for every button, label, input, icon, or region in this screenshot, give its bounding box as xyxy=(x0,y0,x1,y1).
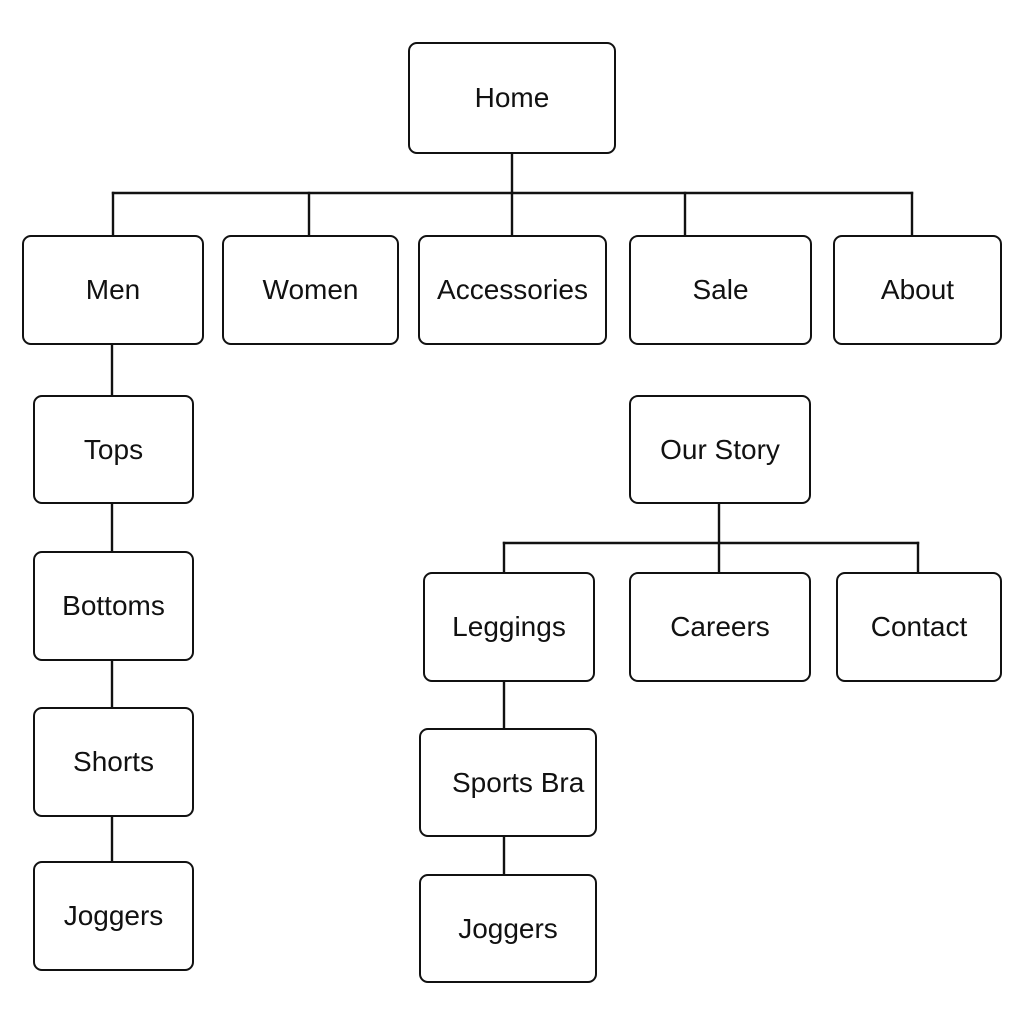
node-men[interactable]: Men xyxy=(22,235,204,345)
node-about-label: About xyxy=(880,274,955,305)
node-shorts-label: Shorts xyxy=(73,746,154,777)
node-careers[interactable]: Careers xyxy=(629,572,811,682)
node-about[interactable]: About xyxy=(833,235,1002,345)
node-sale[interactable]: Sale xyxy=(629,235,812,345)
node-our-story[interactable]: Our Story xyxy=(629,395,811,504)
node-bottoms[interactable]: Bottoms xyxy=(33,551,194,661)
node-women-label: Women xyxy=(262,274,359,305)
node-leggings[interactable]: Leggings xyxy=(423,572,595,682)
node-bottoms-label: Bottoms xyxy=(62,590,165,621)
node-our-story-label: Our Story xyxy=(660,433,780,465)
node-men-label: Men xyxy=(85,274,141,305)
node-tops[interactable]: Tops xyxy=(33,395,194,504)
node-contact[interactable]: Contact xyxy=(836,572,1002,682)
node-joggers-men[interactable]: Joggers xyxy=(33,861,194,971)
node-tops-label: Tops xyxy=(83,433,144,465)
node-accessories-label: Accessories xyxy=(437,274,588,305)
node-shorts[interactable]: Shorts xyxy=(33,707,194,817)
node-careers-label: Careers xyxy=(670,611,770,642)
node-joggers-women-label: Joggers xyxy=(458,912,558,944)
node-home[interactable]: Home xyxy=(408,42,616,154)
node-joggers-women[interactable]: Joggers xyxy=(419,874,597,983)
node-contact-label: Contact xyxy=(870,611,968,642)
node-sports-bra[interactable]: Sports Bra xyxy=(419,728,597,837)
node-joggers-men-label: Joggers xyxy=(63,900,164,931)
node-sports-bra-label: Sports Bra xyxy=(452,766,585,798)
node-sale-label: Sale xyxy=(692,274,749,305)
node-women[interactable]: Women xyxy=(222,235,399,345)
node-home-label: Home xyxy=(474,82,550,113)
node-leggings-label: Leggings xyxy=(452,611,566,642)
node-accessories[interactable]: Accessories xyxy=(418,235,607,345)
